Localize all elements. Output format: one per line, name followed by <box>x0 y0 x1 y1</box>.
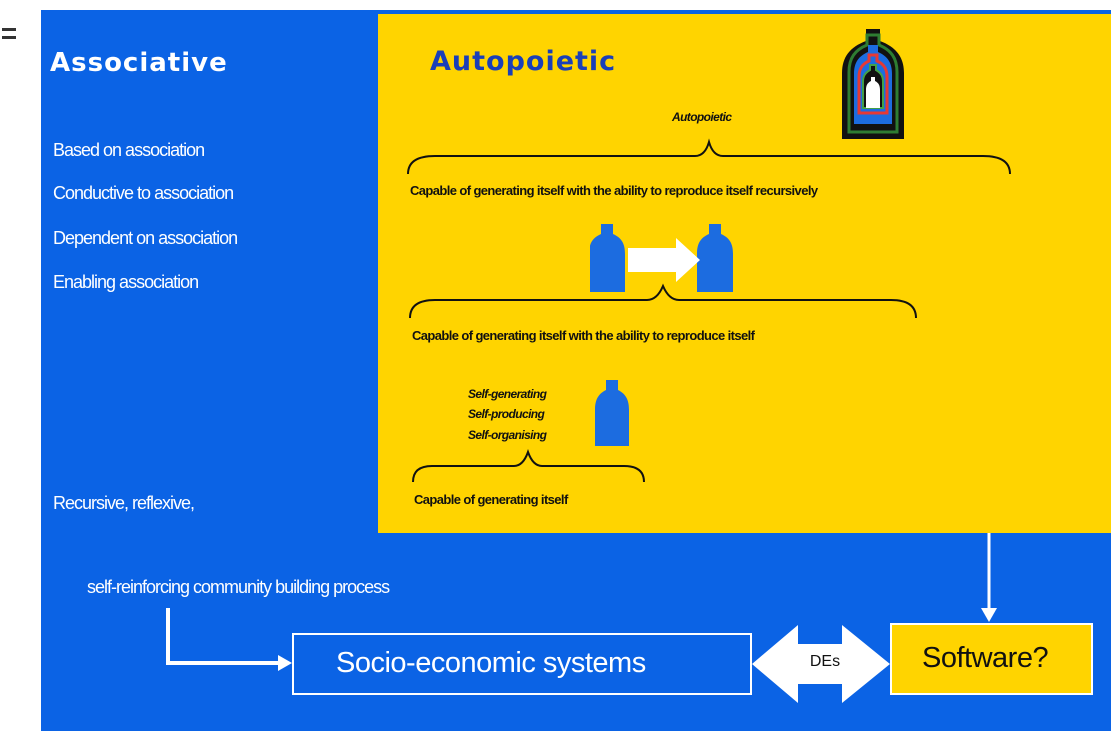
self-term: Self-organising <box>468 428 547 442</box>
corner-mark-icon <box>2 28 16 39</box>
des-label: DEs <box>809 653 841 670</box>
self-term: Self-producing <box>468 407 545 421</box>
autopoietic-title: Autopoietic <box>430 46 617 77</box>
associative-item: Based on association <box>53 140 205 160</box>
autopoietic-top-label: Autopoietic <box>672 110 732 124</box>
self-term: Self-generating <box>468 387 547 401</box>
associative-item: Conductive to association <box>53 183 234 203</box>
associative-item: Dependent on association <box>53 228 238 248</box>
associative-item: Enabling association <box>53 272 199 292</box>
level3-caption: Capable of generating itself <box>414 492 568 507</box>
brace-level2 <box>409 283 917 319</box>
community-label: self-reinforcing community building proc… <box>87 577 390 597</box>
autopoietic-panel <box>378 14 1111 533</box>
software-box: Software? <box>890 623 1093 695</box>
associative-title: Associative <box>50 48 228 78</box>
level1-caption: Capable of generating itself with the ab… <box>410 183 818 198</box>
socio-economic-box: Socio-economic systems <box>292 633 752 695</box>
level2-caption: Capable of generating itself with the ab… <box>412 328 755 343</box>
software-label: Software? <box>922 642 1049 674</box>
single-bottle-icon <box>595 380 629 446</box>
socio-economic-label: Socio-economic systems <box>336 647 646 679</box>
recursive-label: Recursive, reflexive, <box>53 493 195 513</box>
reproduce-figure-icon <box>590 224 733 292</box>
brace-level3 <box>412 449 645 483</box>
nested-figure-icon <box>842 29 904 139</box>
brace-level1 <box>407 138 1011 175</box>
